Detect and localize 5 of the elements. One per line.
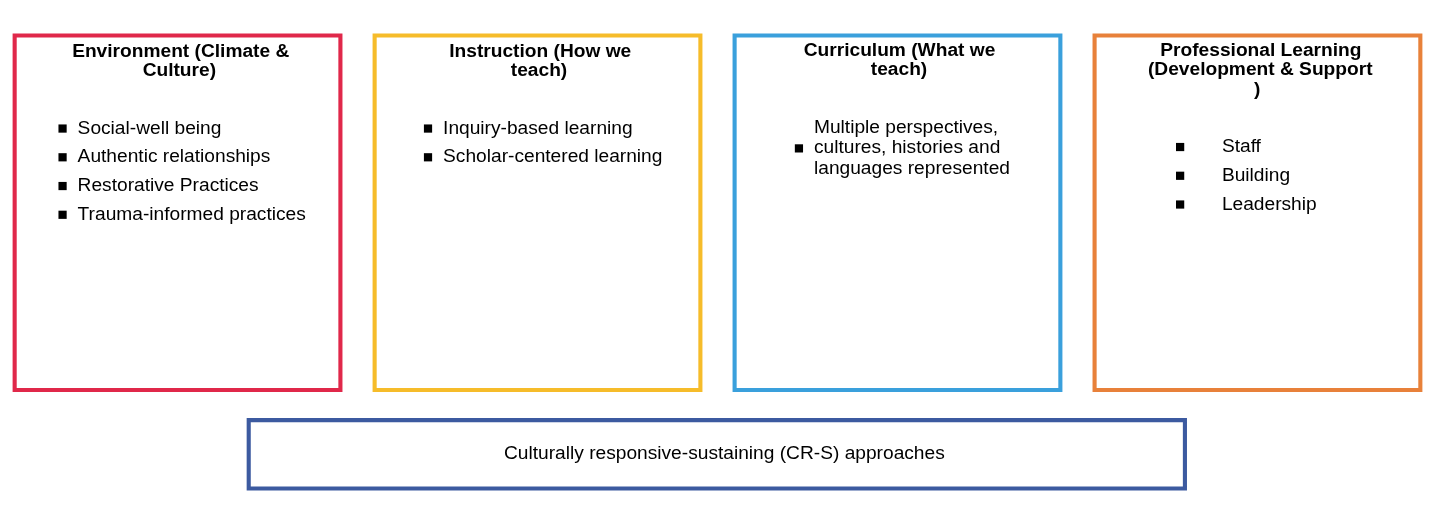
node-box: Culturally responsive-sustaining (CR-S) approaches <box>246 417 1187 491</box>
node-box: Instruction (How we teach) Inquiry-based learning Scholar-centered learning <box>372 32 703 392</box>
node-box: Professional Learning (Development & Support ) Staff Building Leadership <box>1092 32 1423 392</box>
node-box: Environment (Climate & Culture) Social-well being Authentic relationships Restorative Practices Trauma-informed practices <box>12 32 343 392</box>
node-box: Curriculum (What we teach) Multiple perspectives, cultures, histories and languages represented <box>732 32 1063 392</box>
